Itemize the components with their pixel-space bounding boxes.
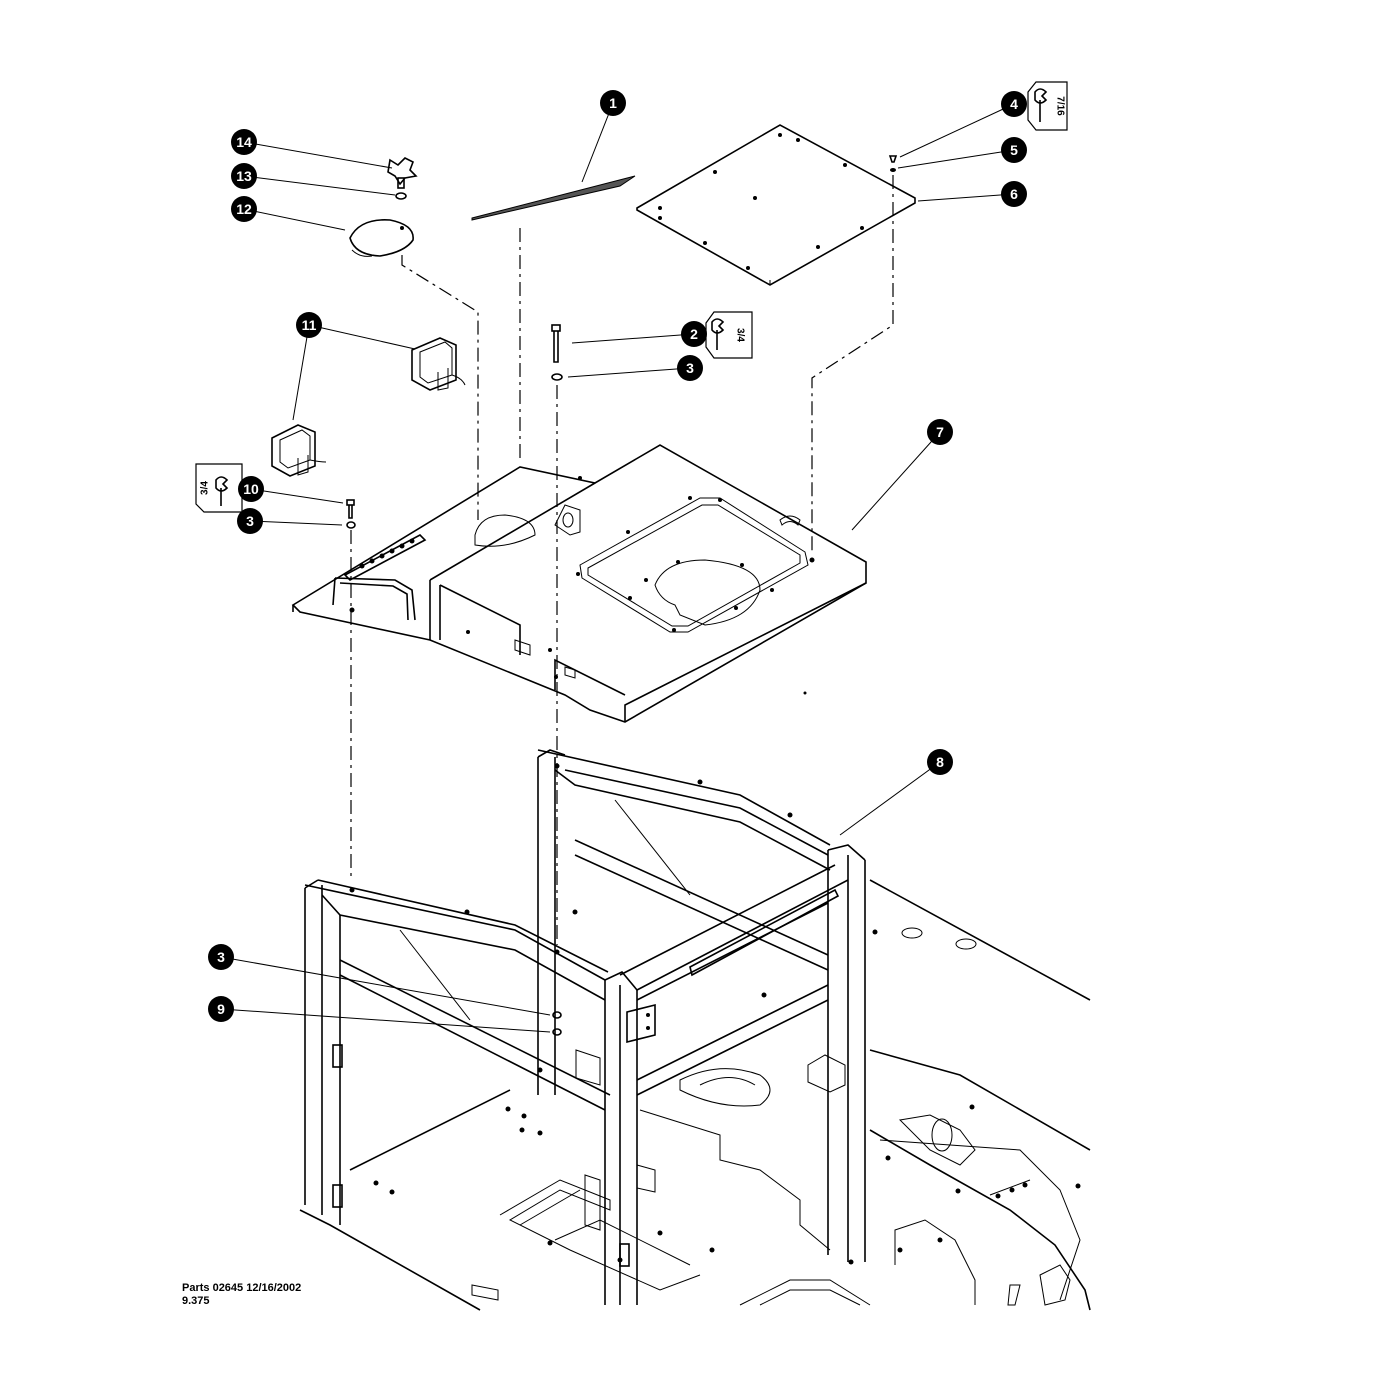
wrench-tag-item10: 3/4 — [195, 463, 243, 513]
callout-label: 3 — [686, 360, 694, 376]
callout-label: 14 — [236, 134, 252, 150]
callout-label: 3 — [246, 513, 254, 529]
callout-label: 12 — [236, 201, 252, 217]
callout-label: 1 — [609, 95, 617, 111]
chassis-base — [299, 879, 1091, 1311]
callout-2: 2 — [681, 321, 707, 347]
callout-7: 7 — [927, 419, 953, 445]
callout-5: 5 — [1001, 137, 1027, 163]
washer — [395, 192, 407, 200]
callout-label: 4 — [1010, 96, 1018, 112]
callout-12: 12 — [231, 196, 257, 222]
wrench-tag-item2: 3/4 — [705, 311, 753, 359]
callout-label: 3 — [217, 949, 225, 965]
callout-label: 5 — [1010, 142, 1018, 158]
washer-5 — [890, 168, 896, 172]
assembly-lines — [350, 175, 894, 945]
callout-label: 11 — [302, 317, 317, 333]
wrench-size-item10: 3/4 — [200, 481, 211, 495]
cover-plate — [636, 124, 916, 286]
knob — [387, 157, 418, 189]
wrench-tag-item4: 7/16 — [1027, 81, 1068, 131]
callout-label: 6 — [1010, 186, 1018, 202]
callout-10: 10 — [238, 476, 264, 502]
wrench-icon — [215, 476, 229, 506]
callout-label: 8 — [936, 754, 944, 770]
page-number: 9.375 — [182, 1295, 210, 1307]
callout-label: 9 — [217, 1001, 225, 1017]
seat-mounting-plate — [291, 444, 867, 723]
callout-label: 7 — [936, 424, 944, 440]
callout-label: 13 — [236, 168, 252, 184]
callout-4: 4 — [1001, 91, 1027, 117]
washer-3-upper — [551, 373, 563, 381]
callout-9: 9 — [208, 996, 234, 1022]
seat-frame — [304, 749, 866, 1305]
leader-lines — [220, 102, 1015, 1033]
switch-box-lower — [271, 424, 327, 477]
wrench-icon — [711, 318, 725, 350]
washer-3-lower — [552, 1011, 562, 1019]
switch-box-upper — [411, 337, 466, 391]
callout-11: 11 — [296, 312, 322, 338]
washer-3-left — [346, 521, 356, 529]
wrench-size-item4: 7/16 — [1054, 96, 1065, 116]
callout-label: 2 — [690, 326, 698, 342]
decal — [471, 175, 636, 221]
callout-6: 6 — [1001, 181, 1027, 207]
nut-9 — [552, 1028, 562, 1036]
callout-3-left: 3 — [237, 508, 263, 534]
callout-14: 14 — [231, 129, 257, 155]
parts-reference: Parts 02645 12/16/2002 — [182, 1282, 302, 1294]
callout-3-upper: 3 — [677, 355, 703, 381]
callout-1: 1 — [600, 90, 626, 116]
callout-8: 8 — [927, 749, 953, 775]
wrench-size-item2: 3/4 — [734, 328, 745, 342]
cover-cap — [349, 219, 414, 257]
callout-label: 10 — [243, 481, 259, 497]
bolt-2 — [551, 324, 561, 363]
wrench-icon — [1034, 88, 1048, 122]
bolt-10 — [346, 499, 355, 519]
screw-4 — [888, 155, 898, 163]
callout-3-lower: 3 — [208, 944, 234, 970]
callout-13: 13 — [231, 163, 257, 189]
